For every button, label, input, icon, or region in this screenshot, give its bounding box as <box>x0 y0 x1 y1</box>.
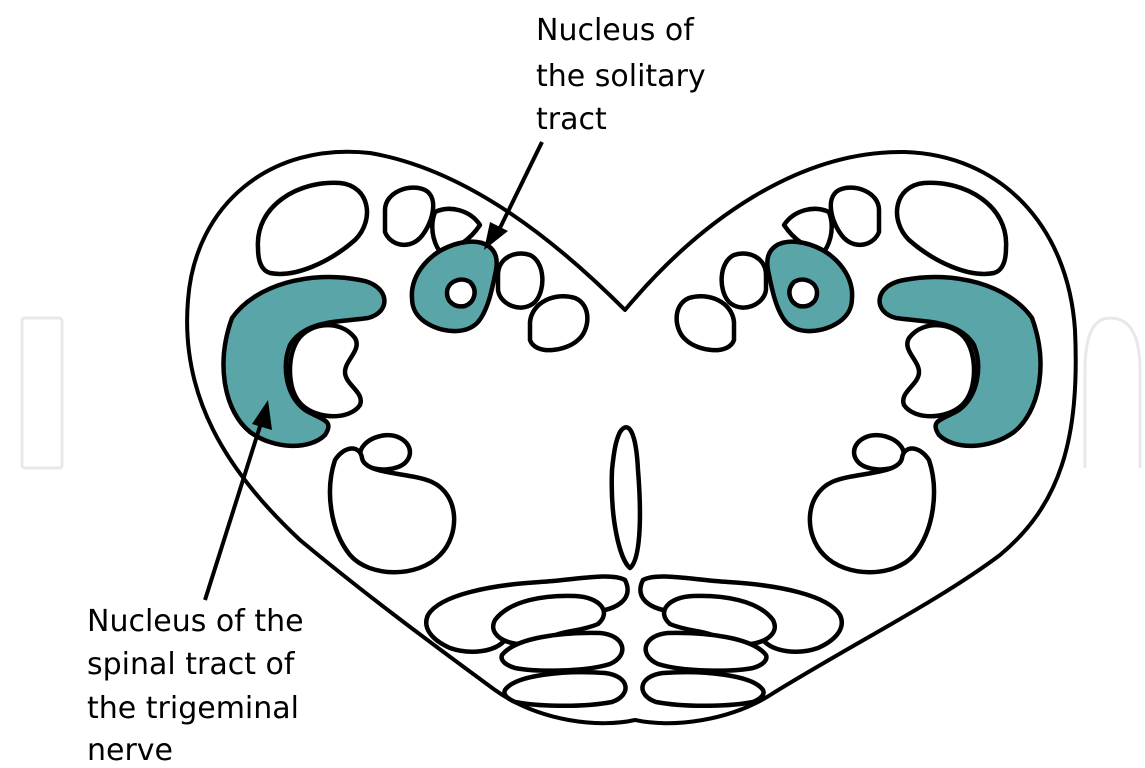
trigeminal-label-line-4: nerve <box>87 733 173 768</box>
trigeminal-label: Nucleus of the spinal tract of the trige… <box>87 604 313 768</box>
trigeminal-label-line-2: spinal tract of <box>87 647 296 682</box>
left-solitary-inner <box>447 280 475 307</box>
right-lower-blob <box>677 296 734 350</box>
right-solitary-inner <box>789 280 817 307</box>
solitary-label-line-1: Nucleus of <box>536 13 695 48</box>
left-lower-blob <box>530 296 587 350</box>
solitary-label-line-3: tract <box>536 102 607 137</box>
right-round-blob <box>722 254 766 308</box>
left-pyramid <box>426 577 627 706</box>
trigeminal-label-line-3: the trigeminal <box>87 691 299 726</box>
trigeminal-label-line-1: Nucleus of the <box>87 604 304 639</box>
solitary-label: Nucleus of the solitary tract <box>536 13 715 137</box>
left-round-blob <box>498 254 542 308</box>
right-pyramid <box>640 577 841 706</box>
solitary-label-line-2: the solitary <box>536 59 706 94</box>
